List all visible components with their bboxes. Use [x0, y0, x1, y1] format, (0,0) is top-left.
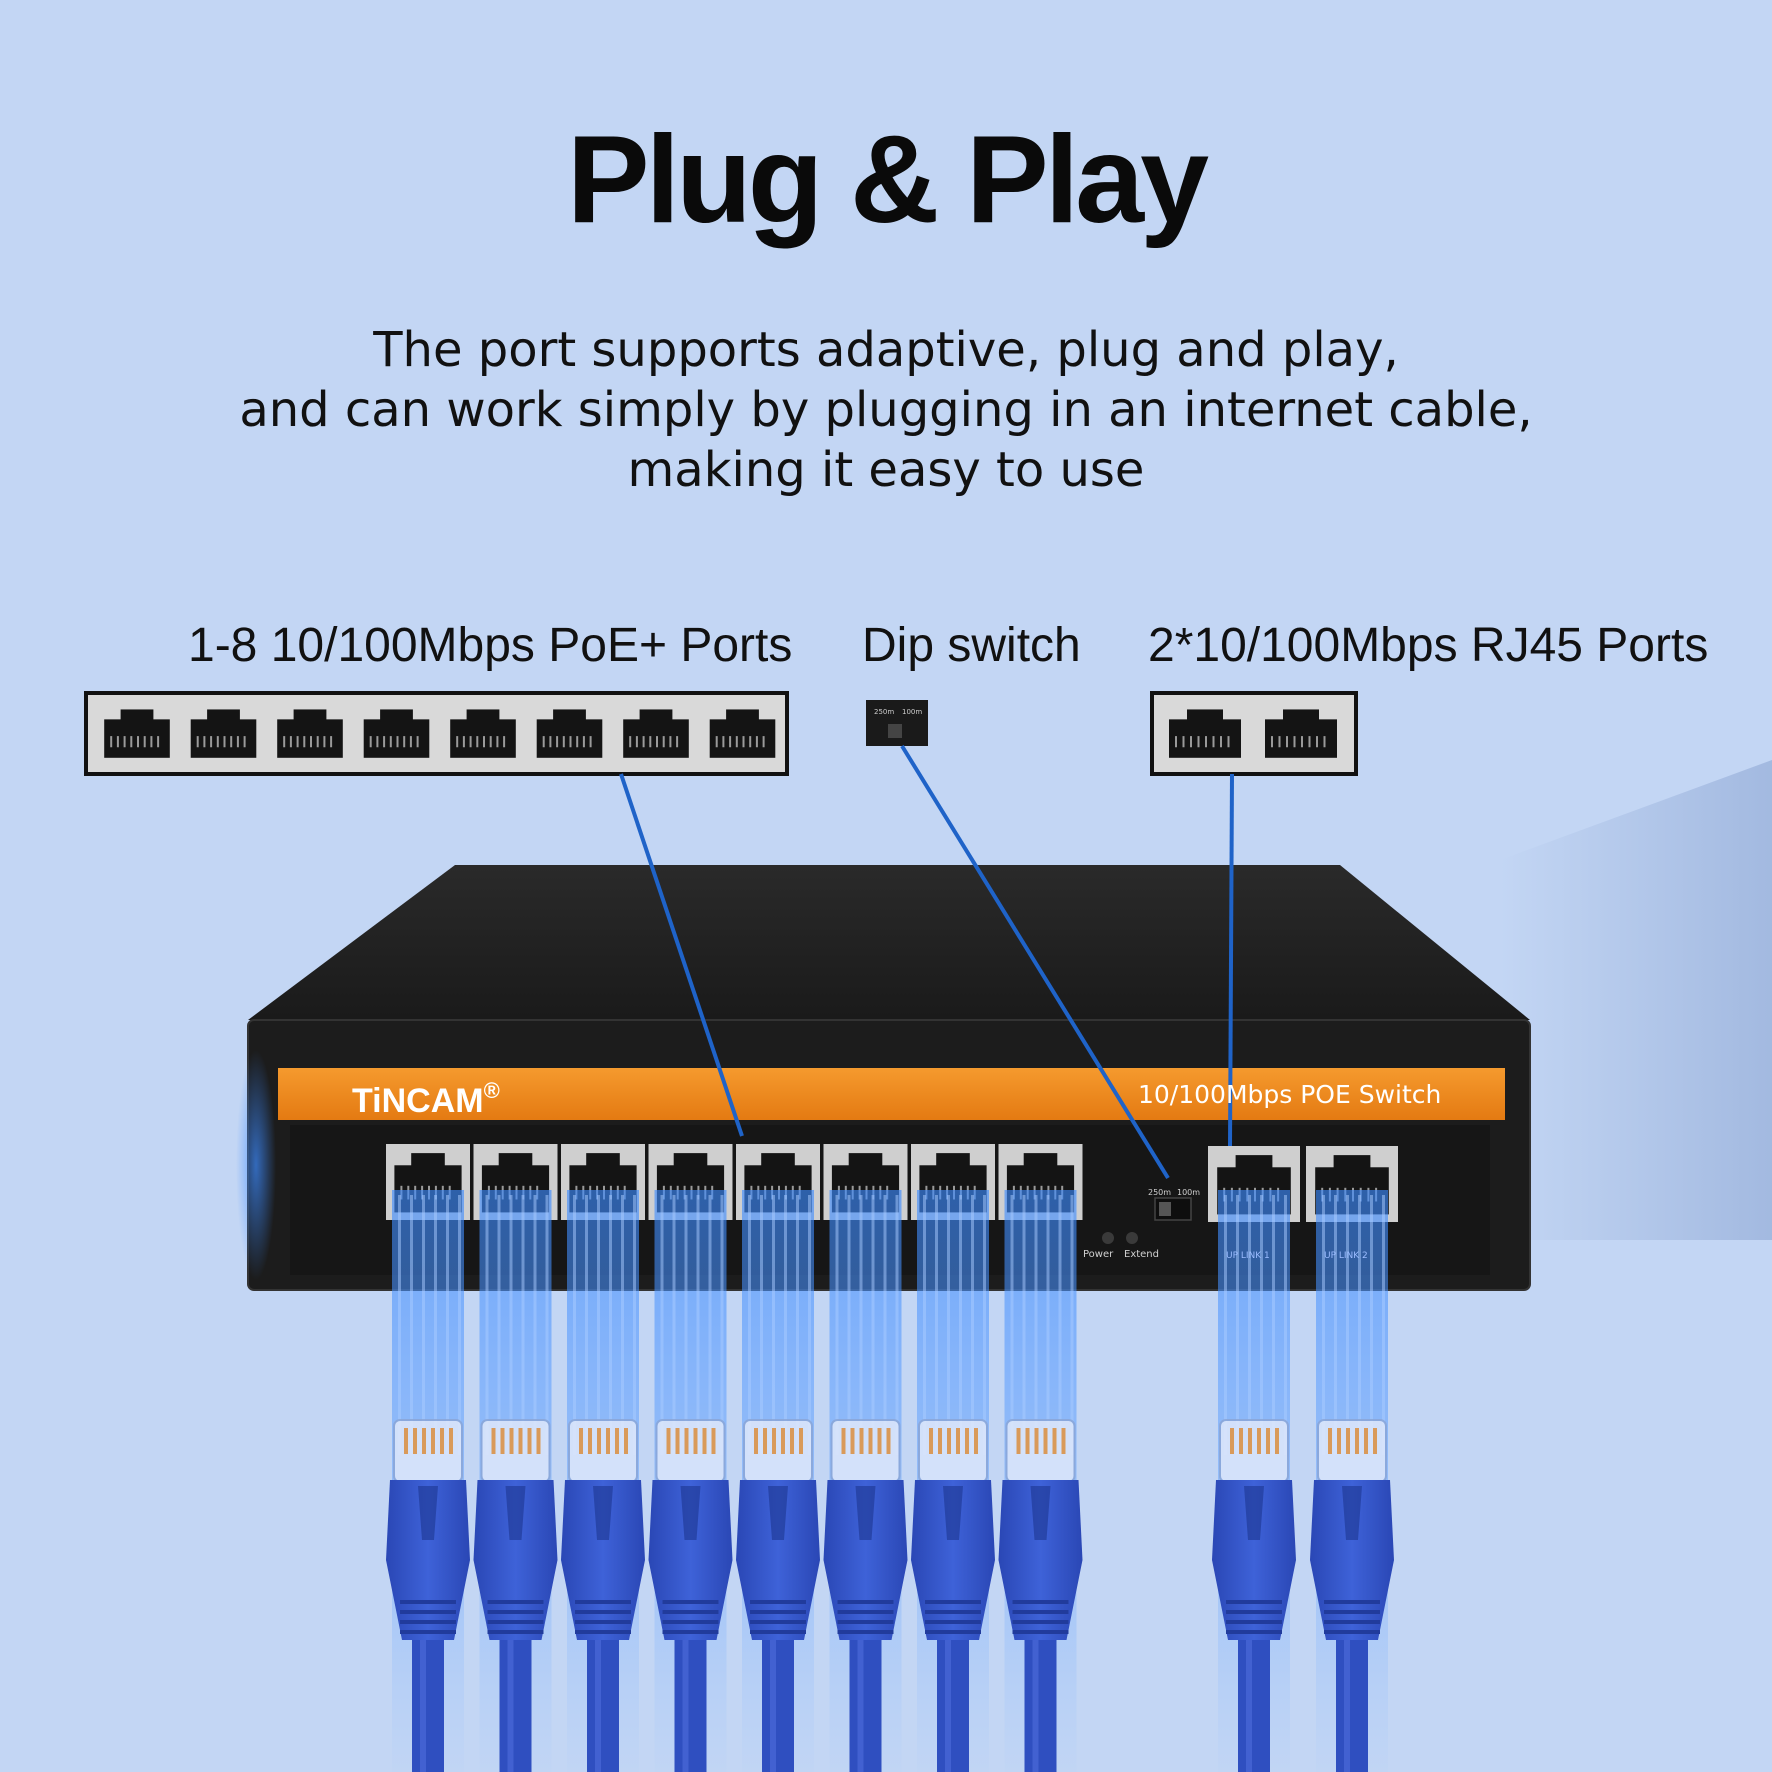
dip-switch-label: Dip switch [862, 619, 1081, 672]
uplink1-label: UP LINK 1 [1226, 1251, 1270, 1261]
callout-poe-port-7-icon[interactable] [615, 702, 697, 764]
brand-logo: TiNCAM® [352, 1078, 500, 1120]
dip-leader-line [900, 744, 1170, 1180]
ethernet-cables [386, 1419, 1394, 1772]
device-shadow [1500, 760, 1772, 1240]
rj45-ports-label: 2*10/100Mbps RJ45 Ports [1148, 619, 1709, 672]
edge-glow [236, 1050, 276, 1280]
ethernet-plug-icon[interactable] [386, 1419, 470, 1772]
rj45-ports-callout [1150, 691, 1358, 776]
subtitle: The port supports adaptive, plug and pla… [0, 320, 1772, 500]
dip-switch-callout [866, 700, 928, 746]
callout-poe-port-4-icon[interactable] [355, 702, 438, 764]
callout-poe-port-2-icon[interactable] [182, 702, 265, 764]
power-led-label: Power [1083, 1249, 1114, 1260]
power-led-icon [1102, 1232, 1114, 1244]
ethernet-plug-icon[interactable] [736, 1419, 820, 1772]
ethernet-plug-icon[interactable] [998, 1419, 1083, 1772]
callout-poe-port-1-icon[interactable] [96, 702, 178, 764]
dip-switch-thumbnail [866, 700, 928, 746]
callout-dip-label-250: 250m [874, 708, 894, 716]
callout-dip-label-100: 100m [902, 708, 922, 716]
ethernet-plug-icon[interactable] [648, 1419, 733, 1772]
ethernet-plug-icon[interactable] [1212, 1419, 1296, 1772]
poe-ports-label: 1-8 10/100Mbps PoE+ Ports [188, 619, 793, 672]
ethernet-plug-icon[interactable] [911, 1419, 995, 1772]
switch-top-face [248, 865, 1530, 1020]
extend-led-icon [1126, 1232, 1138, 1244]
callout-rj45-port-1-icon[interactable] [1160, 702, 1250, 764]
extend-led-label: Extend [1124, 1249, 1159, 1260]
page-title: Plug & Play [566, 111, 1209, 249]
orange-band [278, 1068, 1505, 1120]
model-label: 10/100Mbps POE Switch [1138, 1080, 1441, 1109]
callout-poe-port-6-icon[interactable] [528, 702, 611, 764]
uplink2-label: UP LINK 2 [1324, 1251, 1368, 1261]
rj45-leader-line [1228, 773, 1234, 1147]
subtitle-line-1: The port supports adaptive, plug and pla… [373, 322, 1399, 378]
callout-poe-port-8-icon[interactable] [701, 702, 784, 764]
ethernet-plug-icon[interactable] [561, 1419, 645, 1772]
ethernet-plug-icon[interactable] [1310, 1419, 1394, 1772]
device-dip-label-100: 100m [1177, 1188, 1200, 1197]
callout-poe-port-3-icon[interactable] [269, 702, 351, 764]
subtitle-line-3: making it easy to use [627, 442, 1145, 498]
poe-leader-line [619, 773, 744, 1137]
poe-ports-callout [84, 691, 789, 776]
ethernet-plug-icon[interactable] [473, 1419, 558, 1772]
ethernet-plug-icon[interactable] [823, 1419, 908, 1772]
subtitle-line-2: and can work simply by plugging in an in… [239, 382, 1533, 438]
callout-poe-port-5-icon[interactable] [442, 702, 524, 764]
device-dip-label-250: 250m [1148, 1188, 1171, 1197]
callout-rj45-port-2-icon[interactable] [1256, 702, 1346, 764]
